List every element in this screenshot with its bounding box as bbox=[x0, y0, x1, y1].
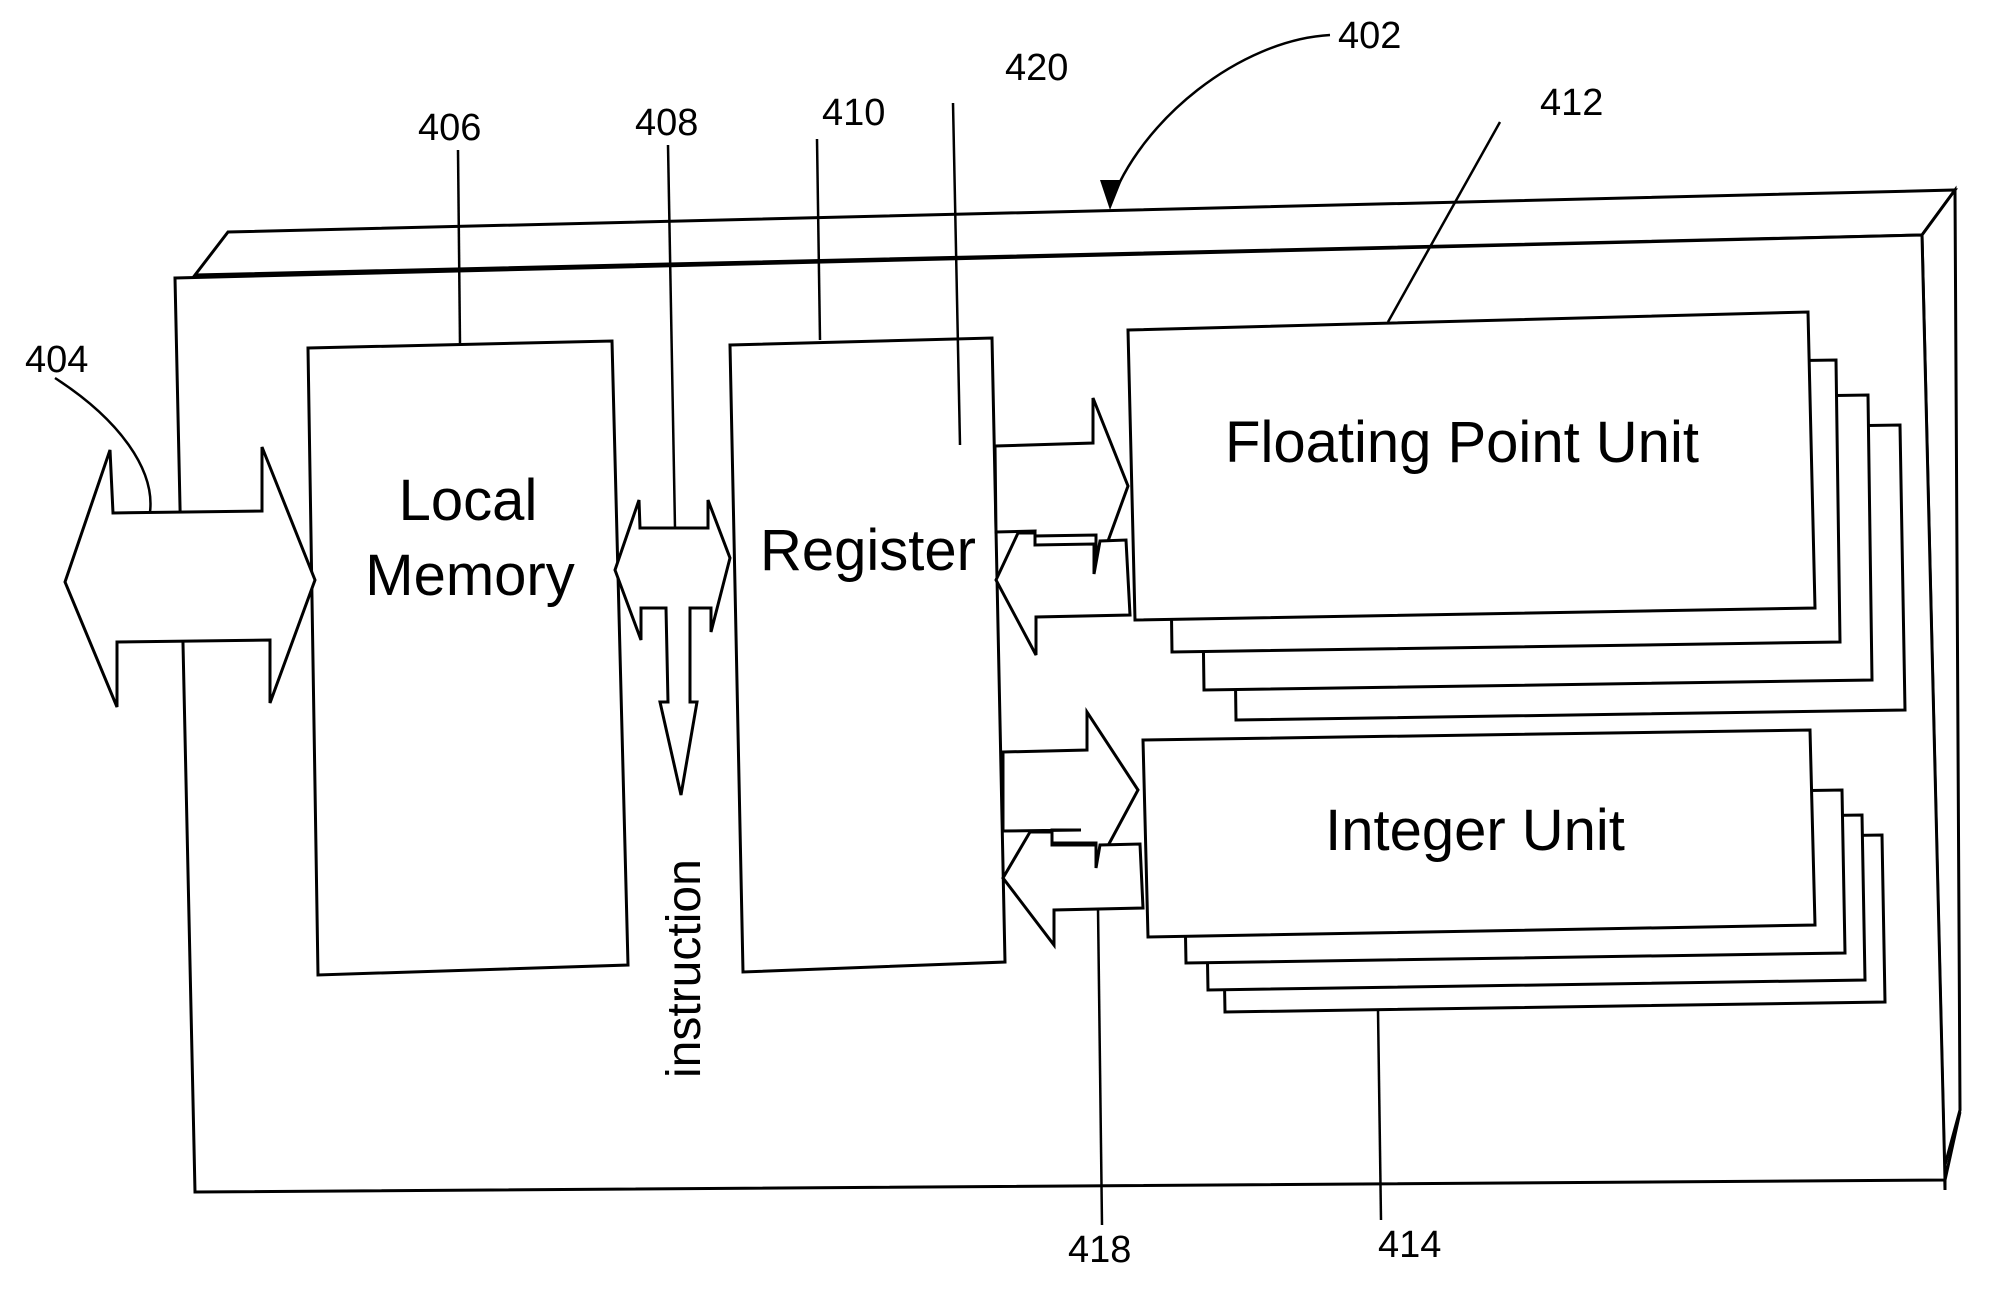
ref-418-leader bbox=[1096, 907, 1104, 1226]
ref-410-label: 410 bbox=[822, 92, 885, 134]
ref-418: 418 bbox=[1068, 907, 1131, 1271]
ref-420-leader bbox=[951, 102, 962, 446]
local-memory-label-line1: Local bbox=[399, 468, 538, 533]
register-label: Register bbox=[760, 518, 976, 583]
register-block[interactable]: Register bbox=[728, 336, 1007, 974]
ref-414-label: 414 bbox=[1378, 1224, 1441, 1266]
ref-412: 412 bbox=[1386, 82, 1603, 323]
ref-408-leader bbox=[666, 144, 677, 529]
ref-414-leader bbox=[1376, 1009, 1383, 1221]
ref-412-label: 412 bbox=[1540, 82, 1603, 124]
ref-402: 402 bbox=[1100, 15, 1401, 210]
ref-402-label: 402 bbox=[1338, 15, 1401, 57]
int-bus bbox=[1001, 706, 1145, 950]
local-memory-label-line2: Memory bbox=[365, 543, 574, 608]
external-bus-arrow bbox=[63, 446, 317, 708]
memory-register-bus-arrow bbox=[613, 499, 732, 796]
ref-406-leader bbox=[456, 149, 462, 345]
register[interactable] bbox=[728, 336, 1007, 974]
ref-406: 406 bbox=[418, 107, 481, 345]
local-memory[interactable] bbox=[306, 339, 630, 977]
floating-point-unit[interactable] bbox=[1126, 310, 1817, 622]
ref-404: 404 bbox=[25, 339, 152, 513]
ref-420: 420 bbox=[951, 47, 1068, 446]
fpu-label: Floating Point Unit bbox=[1225, 410, 1699, 475]
fpu-bus bbox=[993, 397, 1132, 656]
ref-414: 414 bbox=[1376, 1009, 1441, 1266]
int-to-register-arrow bbox=[1001, 830, 1145, 950]
ref-410-leader bbox=[815, 138, 822, 341]
register-to-int-arrow bbox=[1001, 706, 1140, 869]
ref-408-label: 408 bbox=[635, 102, 698, 144]
fpu-stack: Floating Point Unit bbox=[1126, 310, 1907, 722]
local-memory-block[interactable]: Local Memory bbox=[306, 339, 630, 977]
fpu-to-register-arrow bbox=[994, 531, 1132, 656]
integer-unit[interactable] bbox=[1141, 728, 1817, 939]
ref-418-label: 418 bbox=[1068, 1229, 1131, 1271]
ref-406-label: 406 bbox=[418, 107, 481, 149]
ref-412-leader bbox=[1386, 121, 1502, 323]
ref-402-leader bbox=[1108, 33, 1331, 206]
memory-register-bus: instruction bbox=[613, 499, 732, 1078]
ref-420-label: 420 bbox=[1005, 47, 1068, 89]
processor-edge bbox=[1943, 1111, 1962, 1181]
integer-unit-stack: Integer Unit bbox=[1141, 728, 1887, 1014]
ref-410: 410 bbox=[815, 92, 885, 341]
register-to-fpu-arrow bbox=[993, 397, 1130, 575]
ref-404-label: 404 bbox=[25, 339, 88, 381]
ref-408: 408 bbox=[635, 102, 698, 529]
ref-402-arrowhead bbox=[1100, 180, 1122, 210]
ref-404-leader bbox=[54, 376, 152, 513]
integer-unit-label: Integer Unit bbox=[1325, 798, 1625, 863]
instruction-label: instruction bbox=[658, 859, 711, 1078]
